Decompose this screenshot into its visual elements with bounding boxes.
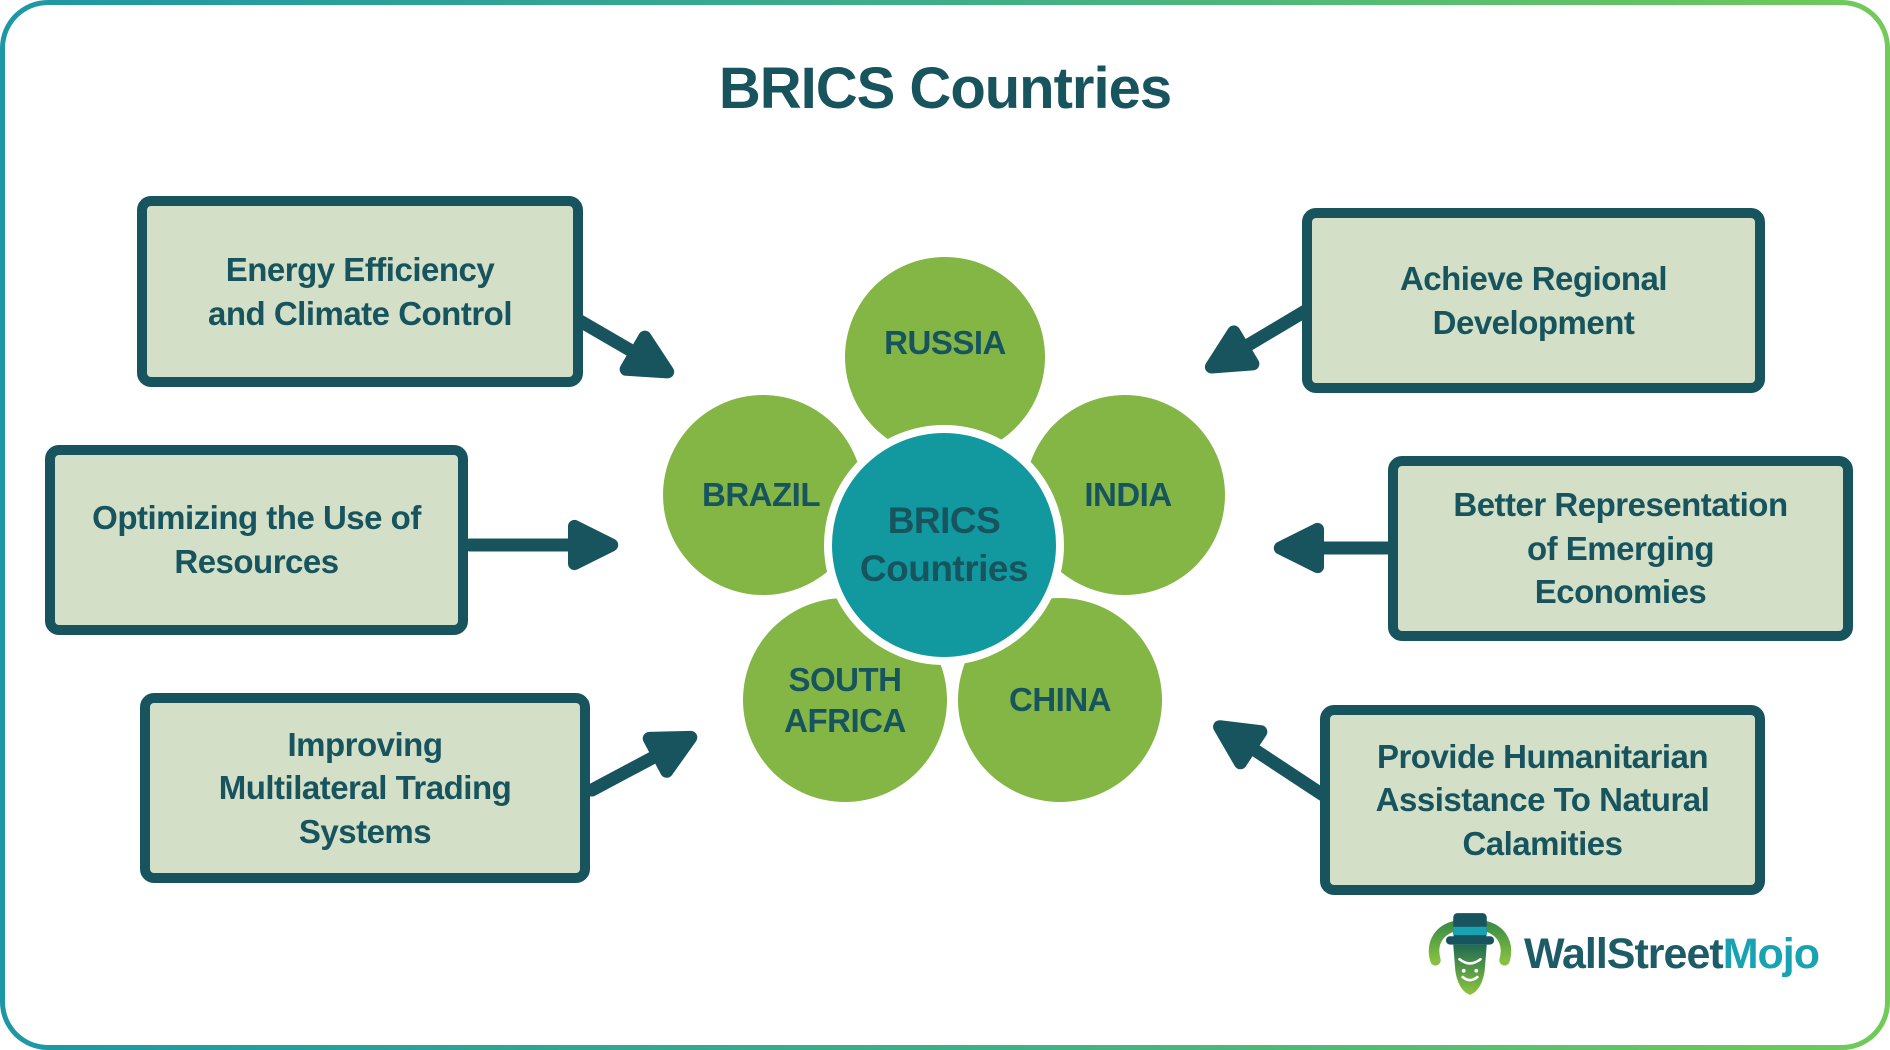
benefit-label: Improving Multilateral Trading Systems [218,725,512,850]
benefit-label: Better Representation of Emerging Econom… [1453,486,1788,611]
benefit-box-emerging-economies: Better Representation of Emerging Econom… [1388,456,1853,641]
center-circle-label: BRICS Countries [859,499,1029,589]
country-label: CHINA [1009,681,1112,719]
country-label: RUSSIA [884,324,1006,362]
country-label: SOUTH AFRICA [784,660,906,739]
benefit-box-energy-efficiency: Energy Efficiency and Climate Control [137,196,583,387]
logo-text-wallstreet: WallStreet [1524,929,1724,978]
country-label: INDIA [1084,476,1172,514]
benefit-box-regional-development: Achieve Regional Development [1302,208,1765,393]
wallstreetmojo-wordmark: WallStreetMojo [1524,929,1820,979]
benefit-label: Energy Efficiency and Climate Control [207,250,513,332]
page-title: BRICS Countries [718,56,1172,121]
center-circle-brics: BRICS Countries [824,425,1064,665]
logo-text-mojo: Mojo [1722,929,1820,978]
benefit-box-humanitarian-assistance: Provide Humanitarian Assistance To Natur… [1320,705,1765,895]
country-label: BRAZIL [702,476,820,514]
benefit-label: Optimizing the Use of Resources [92,499,421,580]
benefit-label: Provide Humanitarian Assistance To Natur… [1375,737,1710,862]
benefit-label: Achieve Regional Development [1399,259,1668,341]
country-circle-russia: RUSSIA [845,257,1045,457]
benefit-box-optimizing-resources: Optimizing the Use of Resources [45,445,468,635]
wallstreetmojo-logo: WallStreetMojo [1428,910,1820,998]
wallstreetmojo-bull-icon [1428,913,1512,995]
benefit-box-multilateral-trading: Improving Multilateral Trading Systems [140,693,590,883]
